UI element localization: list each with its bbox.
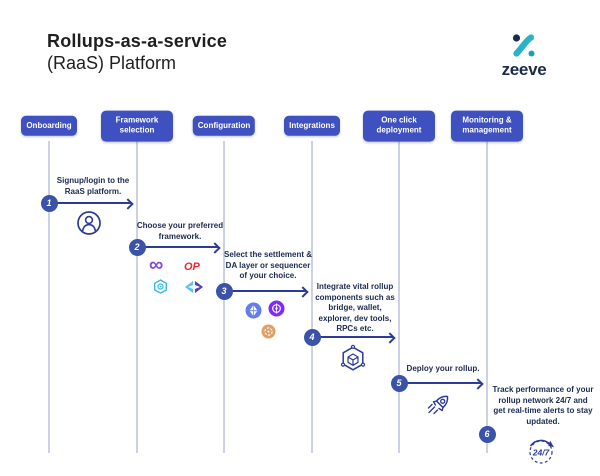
zeeve-logo-text: zeeve: [501, 60, 547, 79]
optimism-op-icon: OP: [184, 261, 200, 273]
page-title-line1: Rollups-as-a-service: [47, 31, 228, 51]
zeeve-logo-icon: [512, 34, 535, 57]
timeline-integrations: [311, 141, 313, 453]
rocket-icon: [427, 395, 449, 415]
timeline-framework-selection: [136, 141, 138, 453]
step-1-badge: 1: [40, 194, 58, 212]
step-3-note: Select the settlement & DA layer or sequ…: [223, 250, 313, 281]
arrow-step-3: [232, 290, 306, 292]
polygon-infinity-icon: ∞: [149, 254, 164, 276]
orange-da-badge: [261, 324, 276, 339]
step-3-badge: 3: [215, 282, 233, 300]
timeline-one-click-deployment: [398, 141, 400, 453]
arrow-step-2: [145, 246, 218, 248]
zeeve-logo: zeeve: [494, 33, 554, 80]
step-2-note: Choose your preferred framework.: [136, 221, 224, 241]
step-5-badge: 5: [390, 374, 408, 392]
step-5-note: Deploy your rollup.: [406, 364, 480, 373]
hexagon-swirl-icon: [154, 279, 167, 294]
step-6-badge: 6: [478, 425, 496, 443]
step-4-note: Integrate vital rollup components such a…: [315, 282, 395, 334]
step-2-badge: 2: [128, 238, 146, 256]
arrow-step-5: [407, 382, 481, 384]
page-title-line2: (RaaS) Platform: [47, 53, 177, 73]
timeline-onboarding: [48, 141, 50, 453]
stage-box-framework-selection: Framework selection: [101, 110, 173, 142]
monitoring-247-icon: 24/7: [529, 439, 554, 464]
ethereum-badge: [245, 302, 262, 319]
timeline-monitoring-management: [486, 141, 488, 453]
step-6-note: Track performance of your rollup network…: [492, 385, 594, 426]
step-1-note: Signup/login to the RaaS platform.: [56, 176, 130, 196]
arrow-step-4: [320, 336, 393, 338]
stage-box-one-click-deployment: One click deployment: [363, 110, 435, 142]
step-4-badge: 4: [303, 328, 321, 346]
arrow-step-1: [57, 202, 131, 204]
stage-box-onboarding: Onboarding: [21, 115, 77, 137]
stage-box-configuration: Configuration: [192, 115, 256, 137]
stage-box-monitoring-management: Monitoring & management: [451, 110, 523, 142]
stage-box-integrations: Integrations: [284, 115, 340, 137]
integration-cube-icon: [340, 344, 366, 371]
247-label: 24/7: [532, 448, 551, 458]
user-avatar-icon: [77, 211, 101, 235]
zksync-arrows-icon: [185, 281, 203, 293]
page-title: Rollups-as-a-service (RaaS) Platform: [47, 31, 227, 74]
purple-da-badge: [268, 300, 285, 317]
